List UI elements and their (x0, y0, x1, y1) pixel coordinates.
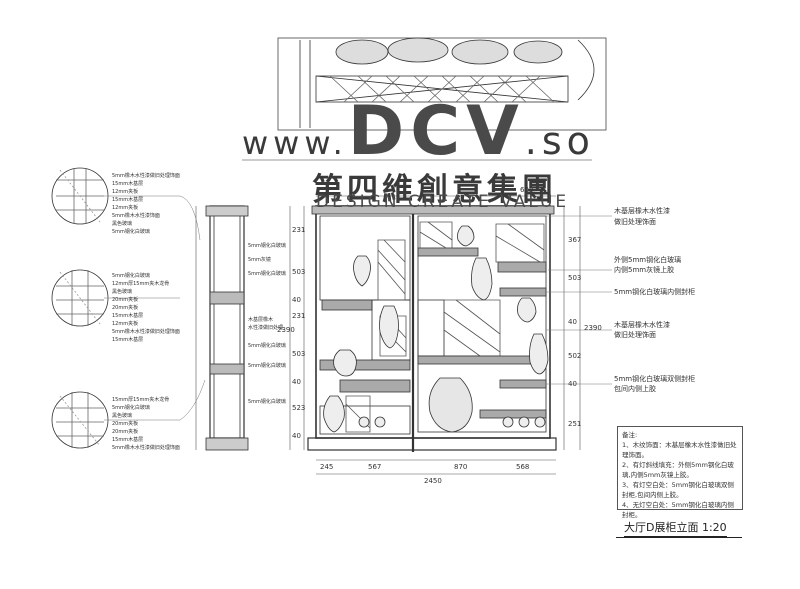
callout-right: 5mm钢化白玻璃内侧封柜 (614, 288, 696, 296)
section-c-callout: 20mm夹板 (112, 429, 139, 435)
side-callout: 5mm灰镜 (248, 257, 271, 263)
dim-bottom: 567 (368, 463, 382, 471)
dim-bottom: 568 (516, 463, 530, 471)
dim-left: 523 (292, 404, 306, 412)
callout-right: 内侧5mm灰镜上胶 (614, 266, 675, 274)
dimension-lines (289, 195, 581, 475)
dim-bottom-total: 2450 (424, 477, 442, 485)
section-c-callout: 15mm木基层 (112, 437, 144, 443)
dim-right: 40 (568, 318, 577, 326)
side-callout: 5mm钢化白玻璃 (248, 271, 286, 277)
section-b-callout: 15mm木基层 (112, 337, 144, 343)
section-a-callout: 黑色玻璃 (112, 221, 133, 227)
side-callout: 5mm钢化白玻璃 (248, 243, 286, 249)
section-b-callout: 5mm橡木水性漆做旧处理饰面 (112, 329, 180, 335)
section-b-callout: 12mm夹板 (112, 321, 139, 327)
callout-right: 做旧处理饰面 (614, 331, 656, 339)
side-section (195, 205, 249, 451)
callout-right: 木基层橡木水性漆 (614, 321, 670, 329)
dim-right: 503 (568, 274, 582, 282)
side-callout: 5mm钢化白玻璃 (248, 343, 286, 349)
section-a-callout: 15mm木基层 (112, 181, 144, 187)
section-c-callout: 5mm钢化白玻璃 (112, 405, 150, 411)
dim-left: 40 (292, 378, 301, 386)
dim-right: 367 (568, 236, 582, 244)
callout-right: 做旧处理饰面 (614, 218, 656, 226)
side-callout: 水性漆做旧处理 (248, 325, 284, 331)
dim-right-total: 2390 (584, 324, 602, 332)
section-c-callout: 20mm夹板 (112, 421, 139, 427)
side-callout: 5mm钢化白玻璃 (248, 399, 286, 405)
title-underline (616, 537, 742, 538)
section-c-callout: 15mm厚15mm夹木龙骨 (112, 397, 170, 403)
watermark-url-suffix: .so (524, 119, 595, 163)
dim-left: 503 (292, 268, 306, 276)
drawing-title: 大厅D展柜立面 1:20 (624, 519, 727, 537)
callout-leaders (546, 215, 612, 385)
notes-item: 2、有灯斜线填充：外侧5mm钢化白玻璃,内侧5mm灰镜上胶。 (622, 461, 734, 479)
dim-bottom: 870 (454, 463, 468, 471)
section-a-callout: 12mm夹板 (112, 205, 139, 211)
dim-right: 251 (568, 420, 582, 428)
ceiling-detail (277, 37, 607, 131)
dim-right: 40 (568, 380, 577, 388)
dim-left: 231 (292, 226, 306, 234)
notes-item: 3、有灯空白处：5mm钢化白玻璃双侧封柜,包间内侧上胶。 (622, 481, 734, 499)
callout-right: 木基层橡木水性漆 (614, 207, 670, 215)
section-details (51, 167, 206, 449)
dim-left: 231 (292, 312, 306, 320)
section-b-callout: 15mm木基层 (112, 313, 144, 319)
watermark-en-name: DESIGN CREATE VALUE (316, 192, 570, 212)
side-callout: 木基层橡木 (248, 317, 274, 323)
callout-right: 包间内侧上胶 (614, 385, 656, 393)
dim-left: 503 (292, 350, 306, 358)
section-b-callout: 12mm厚15mm夹木龙骨 (112, 281, 170, 287)
section-b-callout: 黑色玻璃 (112, 289, 133, 295)
section-c-callout: 5mm橡木水性漆做旧处理饰面 (112, 445, 180, 451)
callout-right: 外侧5mm钢化白玻璃 (614, 256, 682, 264)
section-b-callout: 5mm钢化白玻璃 (112, 273, 150, 279)
dim-left: 40 (292, 296, 301, 304)
section-a-callout: 5mm橡木水性漆做旧处理饰面 (112, 173, 180, 179)
notes-box: 备注: 1、木纹饰面：木基层橡木水性漆做旧处理饰面。 2、有灯斜线填充：外侧5m… (617, 426, 743, 519)
dim-left: 40 (292, 432, 301, 440)
section-a-callout: 5mm钢化白玻璃 (112, 229, 150, 235)
notes-heading: 备注: (622, 431, 638, 439)
section-a-callout: 12mm夹板 (112, 189, 139, 195)
watermark-brand: DCV (347, 92, 525, 171)
section-b-callout: 20mm夹板 (112, 305, 139, 311)
section-a-callout: 15mm木基层 (112, 197, 144, 203)
section-c-callout: 黑色玻璃 (112, 413, 133, 419)
notes-item: 4、无灯空白处：5mm钢化白玻璃内侧封柜。 (622, 501, 734, 519)
watermark-url: www.DCV.so (242, 92, 595, 171)
notes-item: 1、木纹饰面：木基层橡木水性漆做旧处理饰面。 (622, 441, 737, 459)
section-b-callout: 20mm夹板 (112, 297, 139, 303)
dim-bottom: 245 (320, 463, 334, 471)
watermark-url-prefix: www. (242, 124, 348, 162)
section-a-callout: 5mm橡木水性漆饰面 (112, 213, 160, 219)
cabinet-elevation (307, 205, 557, 452)
callout-right: 5mm钢化白玻璃双侧封柜 (614, 375, 696, 383)
dim-left-total: 2390 (277, 326, 295, 334)
watermark-cn-name: 第四維創意集團 (312, 172, 557, 208)
dim-top: 608 (520, 186, 534, 194)
side-callout: 5mm钢化白玻璃 (248, 363, 286, 369)
dim-right: 502 (568, 352, 582, 360)
